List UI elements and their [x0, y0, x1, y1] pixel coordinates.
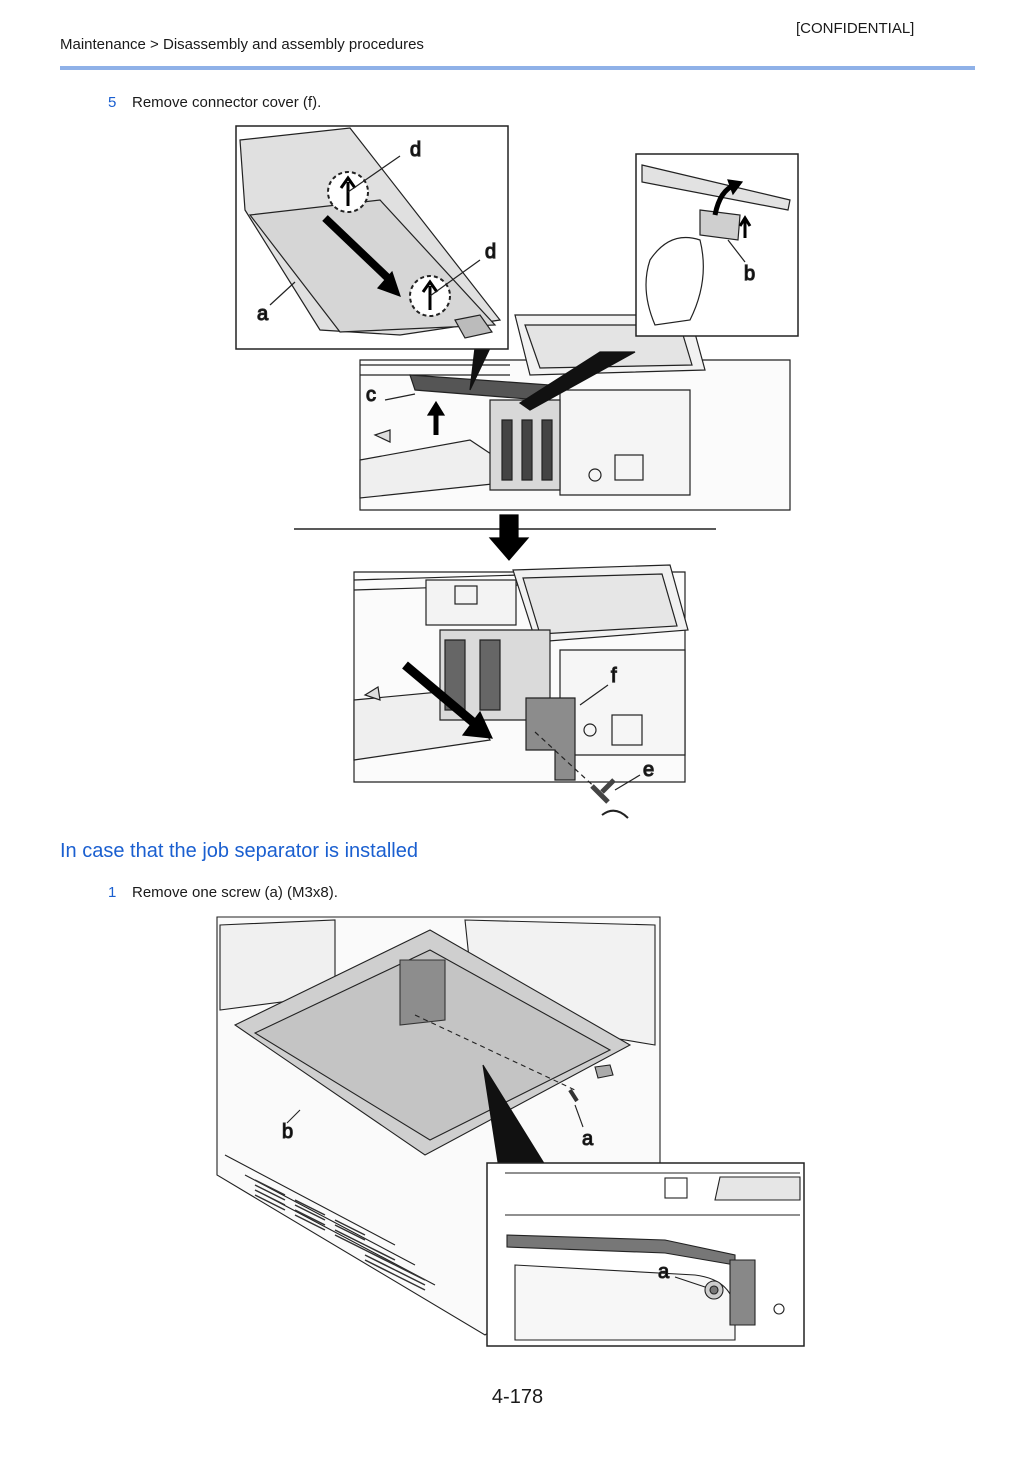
remove-arrow-icon [461, 710, 493, 739]
label-a: a [582, 1128, 594, 1150]
step-number: 5 [108, 94, 117, 111]
section-title: In case that the job separator is instal… [60, 840, 418, 862]
page-number: 4-178 [491, 1386, 544, 1408]
figure-connector-cover: d d a b c f e [235, 125, 799, 819]
leader-line-c [384, 393, 416, 401]
header-rule [60, 66, 975, 70]
label-c: c [366, 384, 376, 406]
label-d-top: d [410, 139, 421, 161]
label-f: f [611, 665, 617, 687]
step-5: 5 Remove connector cover (f). [108, 94, 321, 111]
slide-arrow-icon [376, 270, 401, 297]
inset-top-right [635, 153, 799, 337]
step-1: 1 Remove one screw (a) (M3x8). [108, 884, 338, 901]
screw-icon [590, 778, 616, 804]
confidential-label: [CONFIDENTIAL] [796, 20, 915, 37]
label-a: a [257, 303, 269, 325]
step-text: Remove connector cover (f). [132, 94, 322, 111]
zoom-inset [486, 1162, 805, 1347]
label-d-bottom: d [485, 241, 496, 263]
label-b: b [744, 263, 755, 285]
down-arrow-icon [488, 514, 530, 561]
breadcrumb: Maintenance > Disassembly and assembly p… [60, 36, 424, 53]
arrow-up-icon [339, 175, 357, 206]
label-b: b [282, 1121, 293, 1143]
screw-icon [568, 1088, 579, 1103]
inset-label-a: a [658, 1261, 670, 1283]
curved-arrow-icon [727, 179, 744, 196]
lower-machine-view [353, 564, 689, 819]
step-number: 1 [108, 884, 117, 901]
figure-job-separator: b a a [216, 916, 805, 1347]
inset-top-left [235, 125, 509, 350]
step-text: Remove one screw (a) (M3x8). [132, 884, 338, 901]
label-e: e [643, 759, 654, 781]
connector-cover [399, 959, 446, 1026]
arrow-up-icon [421, 279, 439, 310]
